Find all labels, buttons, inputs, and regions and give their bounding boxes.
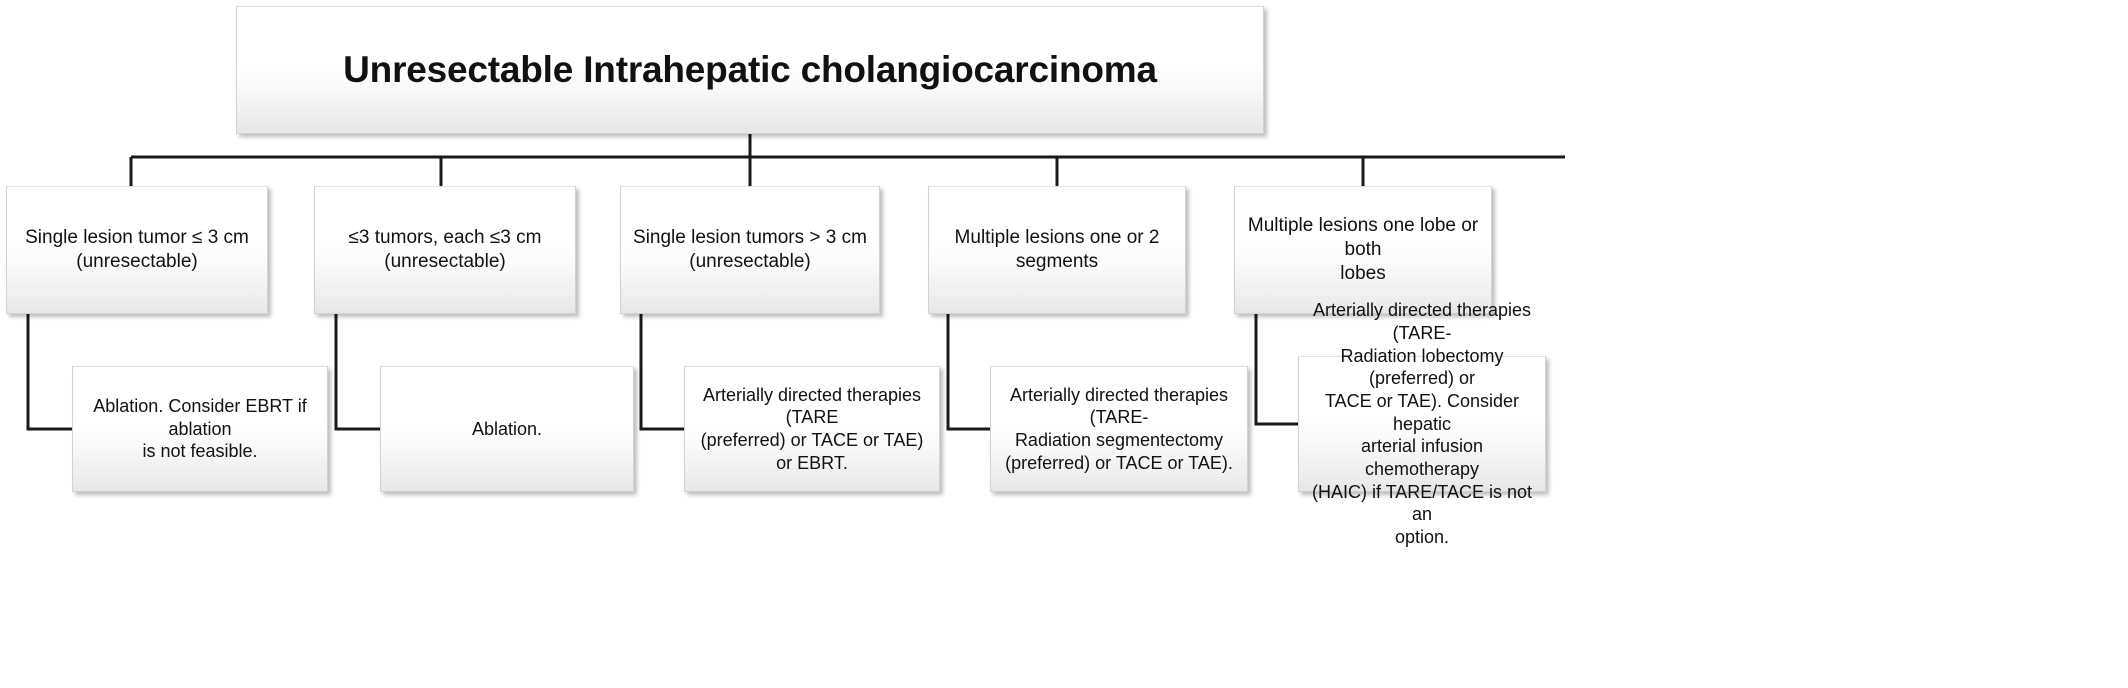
root-node-label: Unresectable Intrahepatic cholangiocarci… bbox=[343, 48, 1157, 90]
treatment-node-label: Ablation. Consider EBRT if ablation is n… bbox=[93, 395, 307, 462]
connector-crit-0-to-tx-0 bbox=[26, 314, 72, 431]
treatment-node-arterial-tare-tace-ebrt[interactable]: Arterially directed therapies (TARE (pre… bbox=[684, 366, 940, 492]
criteria-node-multiple-lesions-segments[interactable]: Multiple lesions one or 2 segments bbox=[928, 186, 1186, 314]
criteria-node-single-lesion-gt-3cm[interactable]: Single lesion tumors > 3 cm (unresectabl… bbox=[620, 186, 880, 314]
criteria-node-label: Multiple lesions one lobe or both lobes bbox=[1247, 214, 1479, 285]
treatment-node-label: Arterially directed therapies (TARE- Rad… bbox=[1005, 384, 1233, 473]
criteria-node-label: Single lesion tumor ≤ 3 cm (unresectable… bbox=[25, 226, 249, 272]
criteria-node-single-lesion-le-3cm[interactable]: Single lesion tumor ≤ 3 cm (unresectable… bbox=[6, 186, 268, 314]
connector-crit-2-to-tx-2 bbox=[639, 314, 684, 431]
connector-crit-3-to-tx-3 bbox=[946, 314, 990, 431]
treatment-node-radiation-segmentectomy[interactable]: Arterially directed therapies (TARE- Rad… bbox=[990, 366, 1248, 492]
treatment-node-label: Ablation. bbox=[471, 418, 543, 439]
criteria-node-label: Single lesion tumors > 3 cm (unresectabl… bbox=[633, 226, 867, 272]
connector-crit-1-to-tx-1 bbox=[334, 314, 380, 431]
connector-crit-4-to-tx-4 bbox=[1254, 314, 1298, 426]
treatment-node-label: Arterially directed therapies (TARE- Rad… bbox=[1311, 300, 1533, 548]
criteria-node-multiple-lesions-lobes[interactable]: Multiple lesions one lobe or both lobes bbox=[1234, 186, 1492, 314]
treatment-node-ablation-ebrt[interactable]: Ablation. Consider EBRT if ablation is n… bbox=[72, 366, 328, 492]
treatment-node-label: Arterially directed therapies (TARE (pre… bbox=[700, 384, 924, 473]
criteria-node-up-to-3-tumors[interactable]: ≤3 tumors, each ≤3 cm (unresectable) bbox=[314, 186, 576, 314]
criteria-node-label: ≤3 tumors, each ≤3 cm (unresectable) bbox=[348, 226, 542, 272]
treatment-node-radiation-lobectomy-haic[interactable]: Arterially directed therapies (TARE- Rad… bbox=[1298, 300, 1546, 547]
criteria-node-label: Multiple lesions one or 2 segments bbox=[954, 226, 1160, 272]
treatment-node-ablation[interactable]: Ablation. bbox=[380, 366, 634, 492]
root-node-unresectable-intrahepatic-cholangiocarcinoma[interactable]: Unresectable Intrahepatic cholangiocarci… bbox=[236, 6, 1264, 134]
